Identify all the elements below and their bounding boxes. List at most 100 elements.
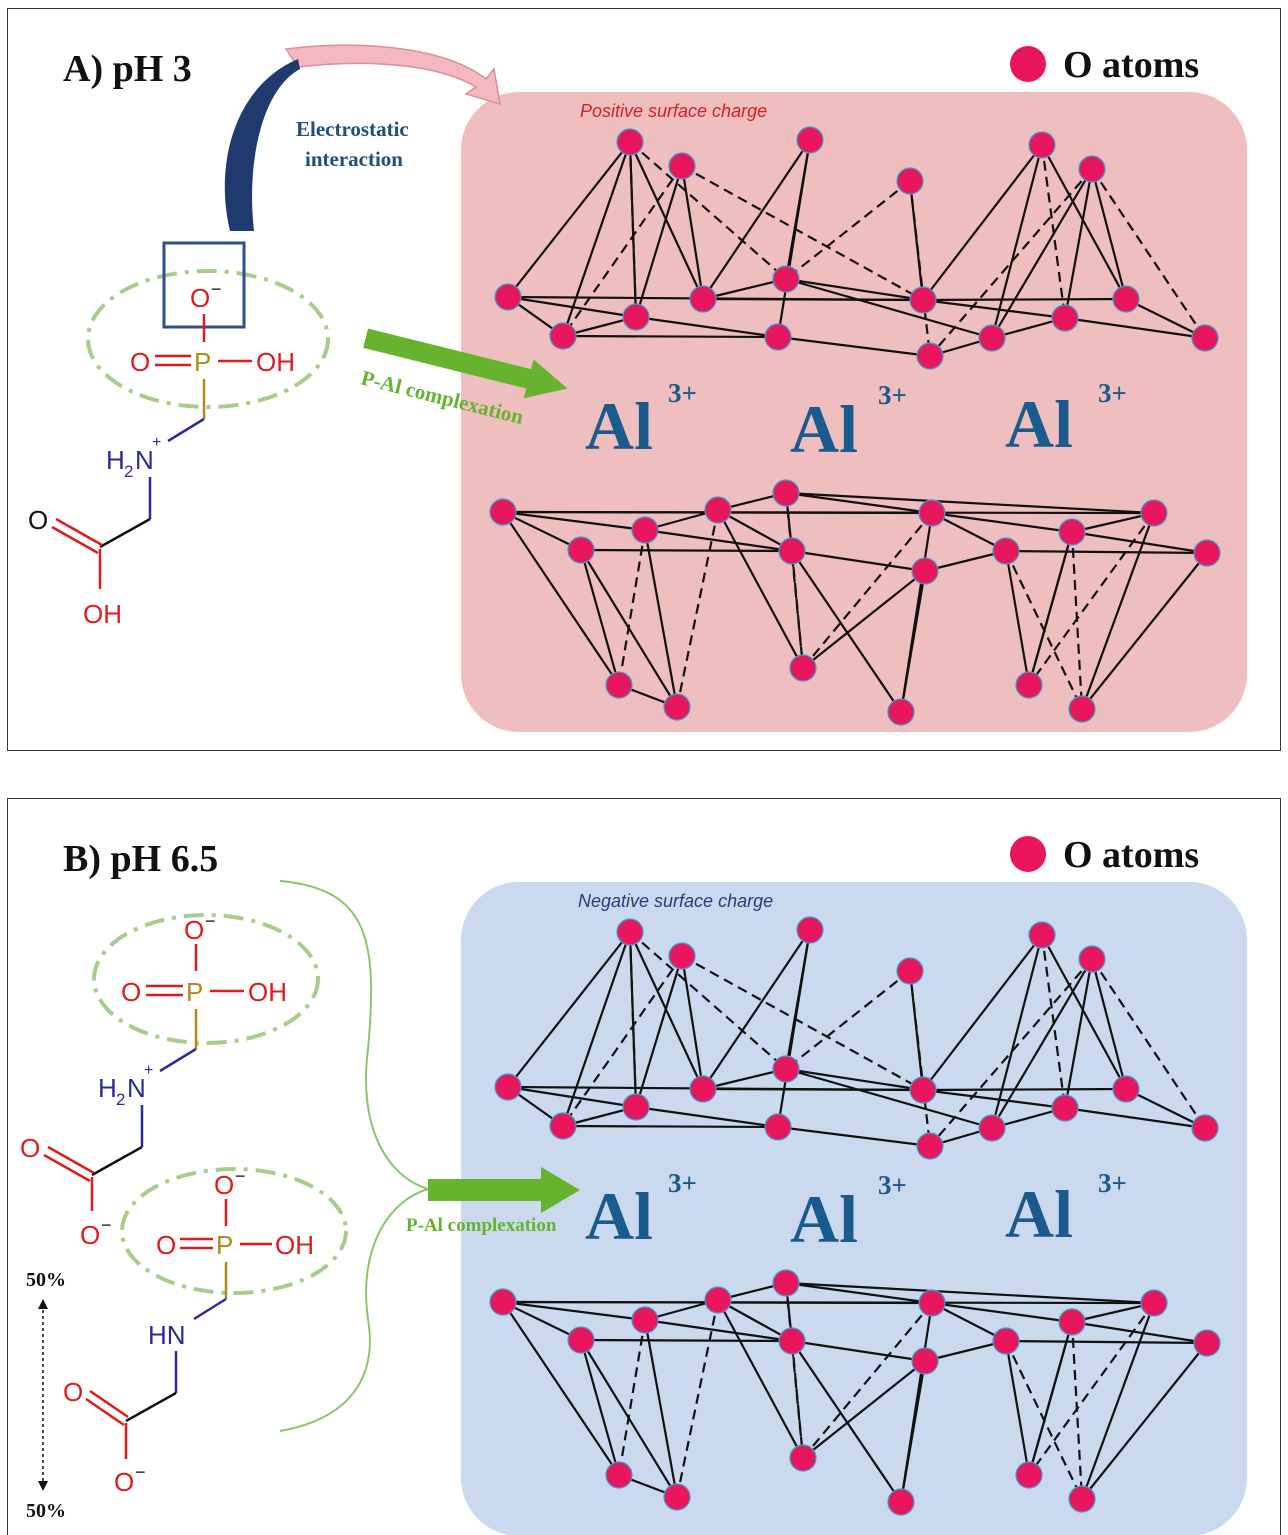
atom-acid-o-minus: O [114, 1467, 134, 1497]
o-atom [1058, 518, 1086, 546]
o-atom [668, 942, 696, 970]
mineral-layer-top [494, 126, 1219, 370]
glyphosate-molecule-deprotonated: O − P O OH HN O O − [63, 1166, 348, 1497]
o-atom [772, 479, 800, 507]
atom-o-minus: O [184, 915, 204, 945]
glyphosate-molecule: O − P O OH H 2 N + O OH [28, 241, 330, 629]
o-atom [631, 1306, 659, 1334]
atom-h: H [98, 1073, 117, 1103]
charge-minus: − [235, 1166, 246, 1186]
pink-curved-arrow [284, 44, 501, 106]
phosphonate-highlight [86, 269, 330, 409]
complexation-arrow [428, 1167, 580, 1213]
o-atom [631, 516, 659, 544]
o-atom [1193, 539, 1221, 567]
surface-charge-label: Positive surface charge [580, 101, 767, 121]
o-atom [489, 498, 517, 526]
legend-label: O atoms [1063, 44, 1199, 86]
o-atom [887, 1488, 915, 1516]
o-atom [489, 1288, 517, 1316]
o-atom [704, 1286, 732, 1314]
al-ion-3: Al 3+ [1005, 1168, 1127, 1252]
o-atom [668, 152, 696, 180]
complexation-label: P-Al complexation [406, 1215, 557, 1236]
al-ion-1: Al 3+ [585, 378, 697, 464]
o-atom [1112, 1075, 1140, 1103]
o-atom [978, 1114, 1006, 1142]
mineral-layer-top [494, 916, 1219, 1160]
o-atom [796, 126, 824, 154]
charge-plus: + [144, 1062, 153, 1079]
atom-acid-o: O [20, 1133, 40, 1163]
o-atom [1140, 499, 1168, 527]
atom-o-double: O [130, 347, 150, 377]
o-atom [1028, 131, 1056, 159]
legend-label: O atoms [1063, 834, 1199, 876]
o-atom [663, 1483, 691, 1511]
o-atom [911, 557, 939, 585]
percent-bottom: 50% [26, 1500, 66, 1522]
o-atom [1051, 304, 1079, 332]
o-atom [1078, 155, 1106, 183]
navy-curved-arrow [224, 59, 300, 231]
atom-h-subscript: 2 [116, 1090, 125, 1109]
o-atom [772, 1269, 800, 1297]
al-charge: 3+ [1098, 378, 1127, 408]
atom-oh: OH [275, 1230, 314, 1260]
panel-b-canvas: B) pH 6.5 O atoms Negative surface charg… [20, 834, 1247, 1535]
o-atom [896, 167, 924, 195]
al-symbol: Al [585, 1178, 653, 1254]
o-atom [494, 1073, 522, 1101]
o-atom [663, 693, 691, 721]
atom-acid-oh: OH [83, 599, 122, 629]
o-atom [789, 1444, 817, 1472]
atom-oh: OH [256, 347, 295, 377]
charge-minus: − [135, 1462, 146, 1482]
atom-hn: HN [148, 1320, 186, 1350]
o-atom [616, 128, 644, 156]
o-atom [916, 342, 944, 370]
al-symbol: Al [790, 1181, 858, 1257]
o-atom [1112, 285, 1140, 313]
o-atom [622, 303, 650, 331]
o-atom [887, 698, 915, 726]
atom-o-double: O [156, 1230, 176, 1260]
o-atom [605, 1461, 633, 1489]
panel-a-canvas: A) pH 3 O atoms Positive surface charge … [28, 44, 1247, 732]
al-charge: 3+ [878, 380, 907, 410]
o-atom [704, 496, 732, 524]
o-atom [1015, 1461, 1043, 1489]
atom-oh: OH [248, 977, 287, 1007]
o-atom [494, 283, 522, 311]
o-atom [1028, 921, 1056, 949]
o-atom [764, 323, 792, 351]
o-atom [789, 654, 817, 682]
o-atom [1015, 671, 1043, 699]
o-atom [1193, 1329, 1221, 1357]
o-atom [1078, 945, 1106, 973]
al-ion-3: Al 3+ [1005, 378, 1127, 462]
al-charge: 3+ [878, 1170, 907, 1200]
phosphonate-highlight [120, 1167, 348, 1295]
complexation-arrow [363, 328, 568, 399]
atom-n: N [135, 445, 154, 475]
atom-h-subscript: 2 [124, 462, 133, 481]
atom-o-double: O [121, 977, 141, 1007]
o-atom [1191, 1114, 1219, 1142]
o-atom [918, 499, 946, 527]
o-atom [778, 537, 806, 565]
o-atom [796, 916, 824, 944]
panel-b: B) pH 6.5 O atoms Negative surface charg… [7, 798, 1281, 1535]
o-atom [911, 1347, 939, 1375]
surface-background-negative [461, 882, 1247, 1535]
bracket-line [279, 880, 432, 1432]
al-symbol: Al [585, 388, 653, 464]
o-atom [567, 536, 595, 564]
o-atom-dot-icon [1010, 836, 1046, 872]
o-atom [772, 265, 800, 293]
atom-p: P [194, 347, 211, 377]
o-atom [549, 1112, 577, 1140]
o-atom [1051, 1094, 1079, 1122]
o-atom [778, 1327, 806, 1355]
charge-minus: − [101, 1215, 112, 1235]
